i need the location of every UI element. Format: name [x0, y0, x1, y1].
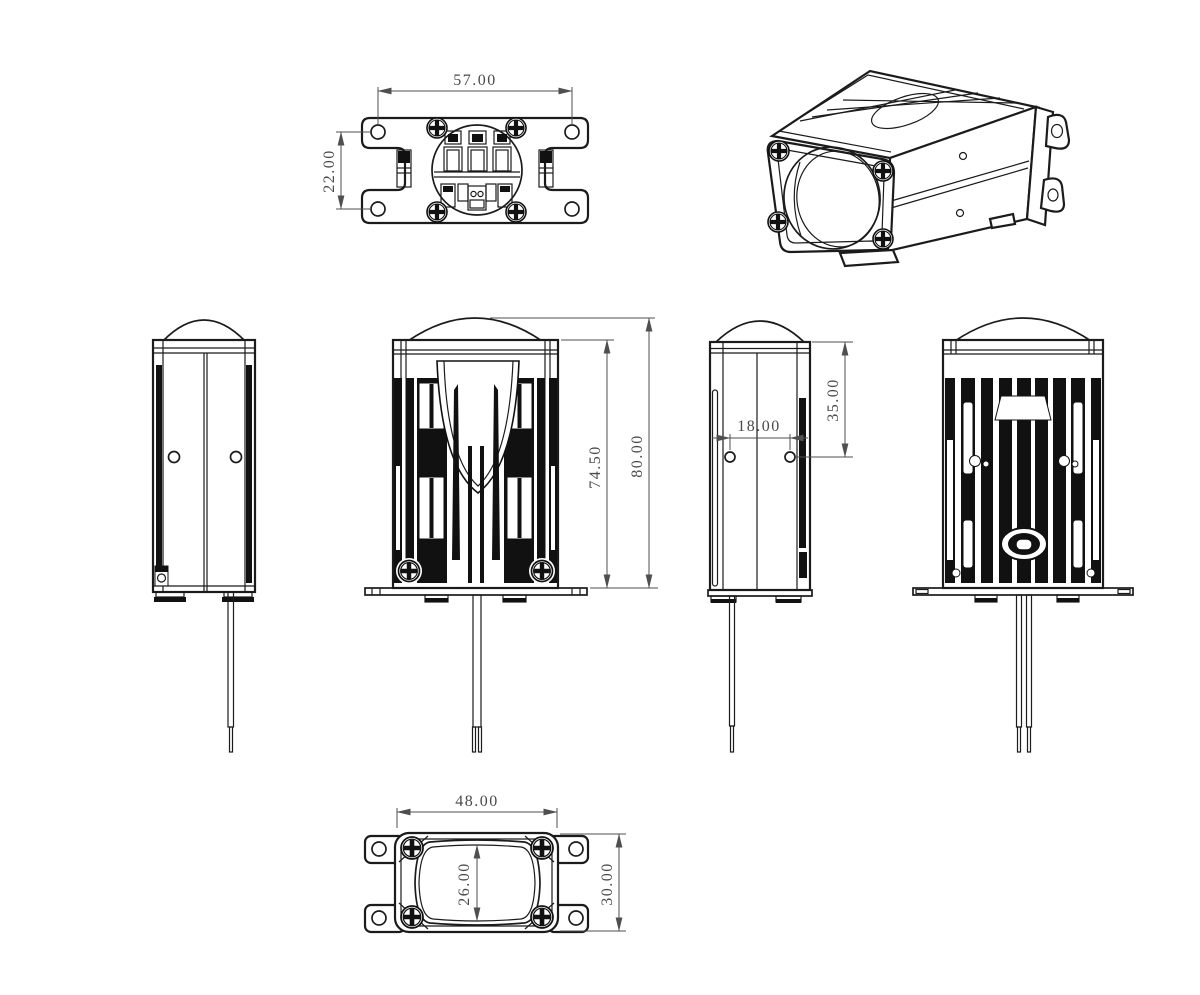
dim-bezel-width: 48.00	[396, 793, 558, 828]
screw-icon	[505, 201, 527, 223]
fan-port-detail	[434, 130, 520, 211]
screw-icon	[530, 559, 554, 583]
wire	[227, 591, 235, 753]
wire	[728, 595, 736, 753]
top-view: 57.00 22.00	[321, 72, 590, 225]
dim-label-80-00: 80.00	[629, 434, 646, 478]
wire	[1015, 594, 1033, 753]
dim-label-22: 22.00	[321, 149, 338, 193]
dim-label-30: 30.00	[599, 862, 616, 906]
side-clip-right	[538, 149, 554, 188]
dim-hole-spacing: 18.00	[712, 418, 808, 450]
front-view: 74.50 80.00	[364, 317, 658, 753]
dim-mount-width: 57.00	[377, 72, 573, 125]
dim-label-35: 35.00	[825, 378, 842, 422]
screw-icon	[872, 160, 894, 182]
dim-label-74-50: 74.50	[587, 445, 604, 489]
wire	[471, 594, 483, 753]
screw-icon	[397, 559, 421, 583]
dim-label-57: 57.00	[453, 72, 497, 89]
dim-overall-height: 80.00	[490, 317, 655, 589]
screw-icon	[426, 201, 448, 223]
side-view-right: 18.00 35.00	[707, 320, 853, 753]
dim-lens-height: 26.00	[456, 844, 481, 922]
cable-grommet	[1000, 527, 1048, 561]
dim-top-to-hole: 35.00	[796, 341, 853, 458]
screw-icon	[400, 905, 424, 929]
screw-icon	[872, 228, 894, 250]
side-view-left	[151, 319, 257, 753]
screw-icon	[426, 117, 448, 139]
screw-icon	[505, 117, 527, 139]
heatsink-fins	[945, 378, 1101, 583]
isometric-view	[766, 69, 1071, 268]
mount-bracket	[1025, 105, 1071, 227]
dim-bezel-height: 30.00	[560, 833, 626, 932]
screw-icon	[768, 140, 790, 162]
side-clip-left	[396, 149, 412, 188]
screw-icon	[530, 905, 554, 929]
screw-icon	[530, 836, 554, 860]
dim-label-18: 18.00	[737, 418, 781, 435]
dim-label-26: 26.00	[456, 862, 473, 906]
screw-icon	[400, 836, 424, 860]
dim-mount-height: 22.00	[321, 131, 371, 210]
rear-view	[912, 317, 1134, 753]
dim-label-48: 48.00	[455, 793, 499, 810]
lens-face-view: 48.00 26.00 30.00	[363, 793, 626, 934]
screw-icon	[767, 211, 789, 233]
